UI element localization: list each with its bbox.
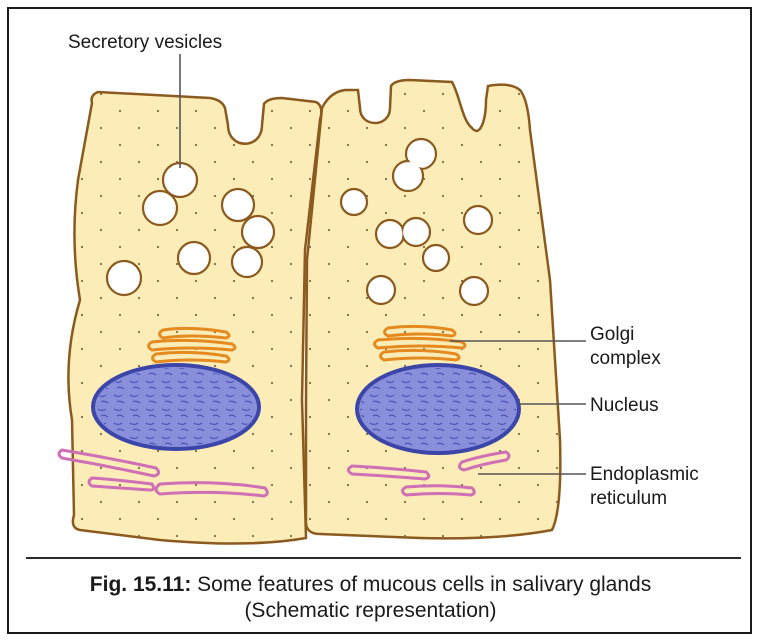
label-golgi-line2: complex	[590, 347, 661, 371]
vesicle	[460, 277, 488, 305]
label-secretory-vesicles: Secretory vesicles	[68, 31, 222, 55]
vesicle	[464, 206, 492, 234]
label-er-line2: reticulum	[590, 487, 699, 511]
label-golgi-line1: Golgi	[590, 323, 661, 347]
vesicle	[107, 261, 141, 295]
vesicle	[367, 276, 395, 304]
vesicle	[178, 242, 210, 274]
left-nucleus	[93, 365, 259, 449]
caption-line2: (Schematic representation)	[0, 598, 741, 624]
caption-line1: Fig. 15.11: Some features of mucous cell…	[0, 572, 741, 598]
figure-caption: Fig. 15.11: Some features of mucous cell…	[0, 572, 741, 624]
right-cell	[306, 80, 560, 538]
label-er-line1: Endoplasmic	[590, 463, 699, 487]
left-cell	[59, 92, 321, 544]
label-nucleus: Nucleus	[590, 394, 659, 418]
caption-line1-text: Some features of mucous cells in salivar…	[191, 573, 651, 596]
vesicle	[341, 189, 367, 215]
caption-divider	[26, 557, 741, 559]
figure-number: Fig. 15.11:	[90, 573, 192, 596]
label-endoplasmic-reticulum: Endoplasmic reticulum	[590, 463, 699, 511]
right-nucleus	[357, 365, 519, 453]
label-golgi-complex: Golgi complex	[590, 323, 661, 371]
